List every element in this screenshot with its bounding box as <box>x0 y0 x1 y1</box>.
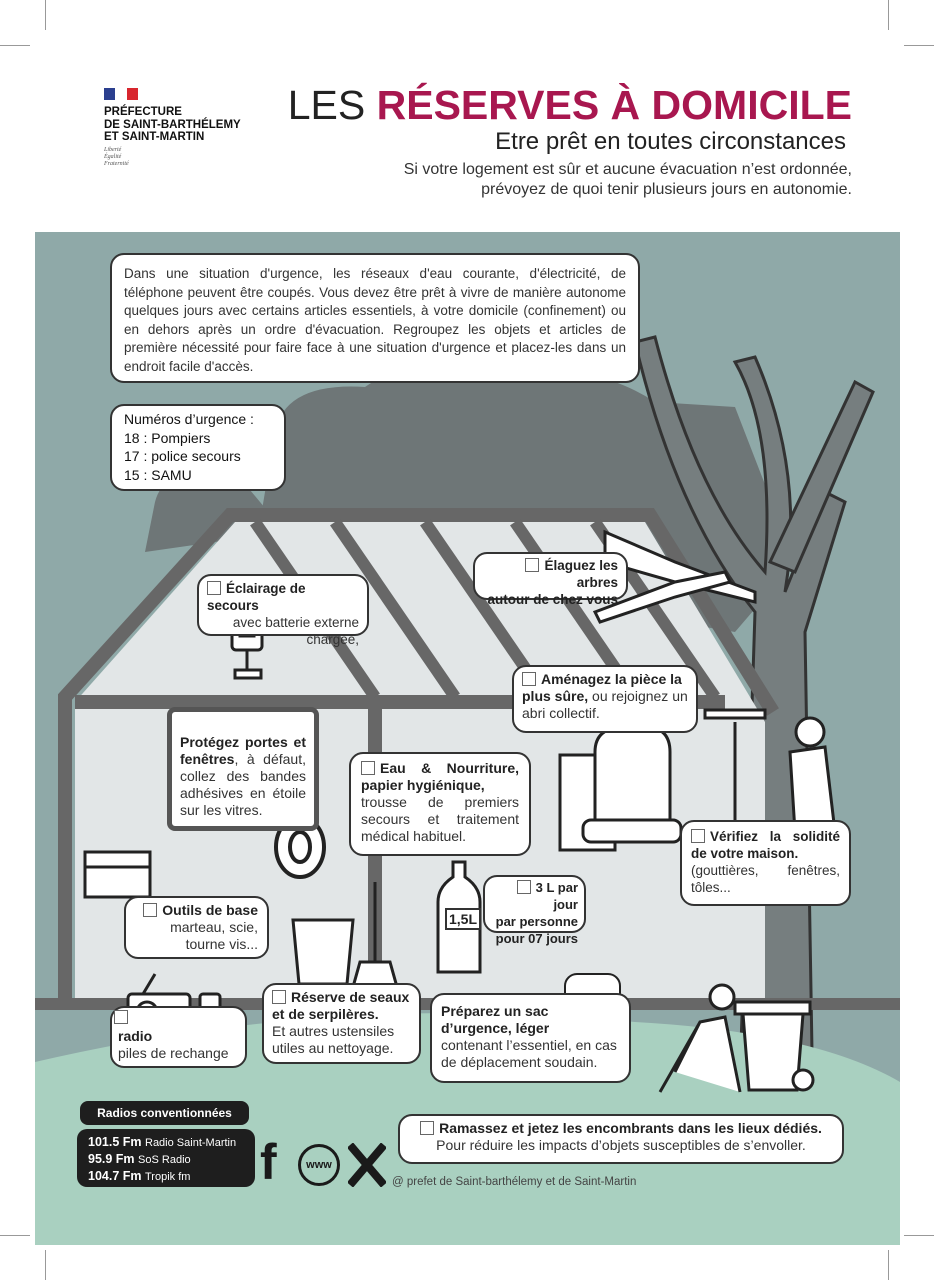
item-seaux: Réserve de seaux et de serpilères. Et au… <box>262 983 421 1064</box>
emergency-line: 17 : police secours <box>124 448 241 464</box>
item-text: Et autres ustensiles utiles au nettoyage… <box>272 1023 395 1056</box>
checkbox[interactable] <box>143 903 158 917</box>
item-sac: Préparez un sac d’urgence, léger contena… <box>430 993 631 1083</box>
item-title: autour de chez vous <box>487 592 618 607</box>
item-amenagez: Aménagez la pièce la plus sûre, ou rejoi… <box>512 665 698 733</box>
radio-station: 95.9 Fm SoS Radio <box>88 1152 191 1166</box>
item-line: 3 L par jour <box>535 880 578 912</box>
person-cleaning-icon <box>658 983 742 1093</box>
title-plain: LES <box>287 82 377 128</box>
item-title: Outils de base <box>162 902 258 918</box>
item-radio: radio piles de rechange <box>110 1006 247 1068</box>
illustration-panel <box>35 232 900 1245</box>
social-handle: @ prefet de Saint-barthélemy et de Saint… <box>392 1176 637 1188</box>
crop-mark <box>888 0 889 30</box>
tape-roll-icon <box>274 815 326 879</box>
emergency-line: 18 : Pompiers <box>124 429 211 446</box>
crop-mark <box>45 1250 46 1280</box>
header-intro: Si votre logement est sûr et aucune évac… <box>404 160 852 200</box>
checkbox[interactable] <box>516 880 531 894</box>
emergency-title: Numéros d’urgence : <box>124 411 254 427</box>
item-text: avec batterie externe chargée, <box>232 615 359 647</box>
motto: Fraternité <box>104 160 129 167</box>
item-line: pour 07 jours <box>495 931 578 946</box>
trash-bin-icon <box>733 1000 815 1092</box>
crop-mark <box>0 1235 30 1236</box>
bottle-label: 1,5L <box>445 908 482 930</box>
item-text: trousse de premiers secours et traitemen… <box>361 794 519 844</box>
item-eclairage: Éclairage de secours avec batterie exter… <box>197 574 369 647</box>
item-text: contenant l’essentiel, en cas de déplace… <box>441 1037 617 1070</box>
item-text: , à défaut, collez des bandes adhésives … <box>180 751 306 818</box>
org-line: PRÉFECTURE <box>104 106 182 118</box>
website-icon[interactable]: www <box>298 1144 340 1186</box>
item-title: Vérifiez la solidité de votre maison. <box>691 829 840 861</box>
house-illustration <box>35 335 900 1245</box>
radio-station: 104.7 Fm Tropik fm <box>88 1169 191 1183</box>
header-intro-line: Si votre logement est sûr et aucune évac… <box>403 161 852 178</box>
checkbox[interactable] <box>207 581 221 595</box>
checkbox[interactable] <box>272 990 286 1004</box>
item-title: Ramassez et jetez les encombrants dans l… <box>439 1120 822 1136</box>
radio-station: 101.5 Fm Radio Saint-Martin <box>88 1135 237 1149</box>
checkbox[interactable] <box>420 1121 435 1135</box>
item-line: par personne <box>495 914 578 929</box>
checkbox[interactable] <box>525 558 540 572</box>
checkbox[interactable] <box>691 829 705 843</box>
person-checking-gutter <box>703 708 837 834</box>
crop-mark <box>904 1235 934 1236</box>
radio-stations: 101.5 Fm Radio Saint-Martin 95.9 Fm SoS … <box>77 1129 255 1187</box>
item-title: Eau & Nourriture, papier hygiénique, <box>361 760 519 793</box>
bathtub-shelter-icon <box>558 725 683 852</box>
crop-mark <box>0 45 30 46</box>
item-outils: Outils de base marteau, scie, tourne vis… <box>124 896 269 959</box>
org-line: DE SAINT-BARTHÉLEMY <box>104 118 241 131</box>
item-protegez: Protégez portes et fenêtres, à défaut, c… <box>167 707 319 831</box>
page-title: LES RÉSERVES À DOMICILE <box>288 82 852 128</box>
toolbox-icon <box>83 850 152 899</box>
item-text: (gouttières, fenêtres, tôles... <box>691 863 840 895</box>
item-title: Préparez un sac d’urgence, léger <box>441 1003 550 1036</box>
item-title: Aménagez la pièce la plus sûre, <box>522 671 682 704</box>
item-verifiez: Vérifiez la solidité de votre maison. (g… <box>680 820 851 906</box>
crop-mark <box>888 1250 889 1280</box>
checkbox[interactable] <box>361 761 375 775</box>
motto: Égalité <box>104 153 122 160</box>
french-flag-icon <box>104 88 138 100</box>
checkbox[interactable] <box>114 1010 128 1024</box>
item-elaguez: Élaguez les arbres autour de chez vous <box>473 552 628 607</box>
item-title: Réserve de seaux et de serpilères. <box>272 989 410 1022</box>
intro-box: Dans une situation d'urgence, les réseau… <box>110 253 640 383</box>
subtitle: Etre prêt en toutes circonstances <box>495 128 846 155</box>
header-intro-line: prévoyez de quoi tenir plusieurs jours e… <box>481 181 852 198</box>
motto: Liberté <box>104 146 122 153</box>
facebook-icon[interactable]: f <box>260 1134 277 1190</box>
x-twitter-icon[interactable] <box>348 1143 386 1187</box>
crop-mark <box>904 45 934 46</box>
item-text: ou rejoignez un abri collectif. <box>522 688 688 721</box>
item-litres: 3 L par jour par personne pour 07 jours <box>483 875 586 946</box>
emergency-numbers: Numéros d’urgence : 18 : Pompiers 17 : p… <box>110 404 286 491</box>
title-accent: RÉSERVES À DOMICILE <box>376 82 852 128</box>
item-ramassez: Ramassez et jetez les encombrants dans l… <box>398 1114 844 1164</box>
item-text: piles de rechange <box>118 1045 229 1061</box>
item-text: Pour réduire les impacts d’objets suscep… <box>436 1137 806 1153</box>
emergency-line: 15 : SAMU <box>124 466 192 483</box>
item-title: radio <box>118 1028 153 1044</box>
radios-title: Radios conventionnées <box>80 1101 249 1125</box>
crop-mark <box>45 0 46 30</box>
item-title: Protégez portes et fenêtres <box>180 734 306 767</box>
item-eau: Eau & Nourriture, papier hygiénique, tro… <box>349 752 531 856</box>
item-text: marteau, scie, tourne vis... <box>170 919 258 952</box>
org-line: ET SAINT-MARTIN <box>104 131 205 143</box>
item-title: Élaguez les arbres <box>544 558 618 590</box>
checkbox[interactable] <box>522 672 536 686</box>
item-title: Éclairage de secours <box>207 581 306 613</box>
prefecture-logo: PRÉFECTURE DE SAINT-BARTHÉLEMY ET SAINT-… <box>104 88 241 168</box>
